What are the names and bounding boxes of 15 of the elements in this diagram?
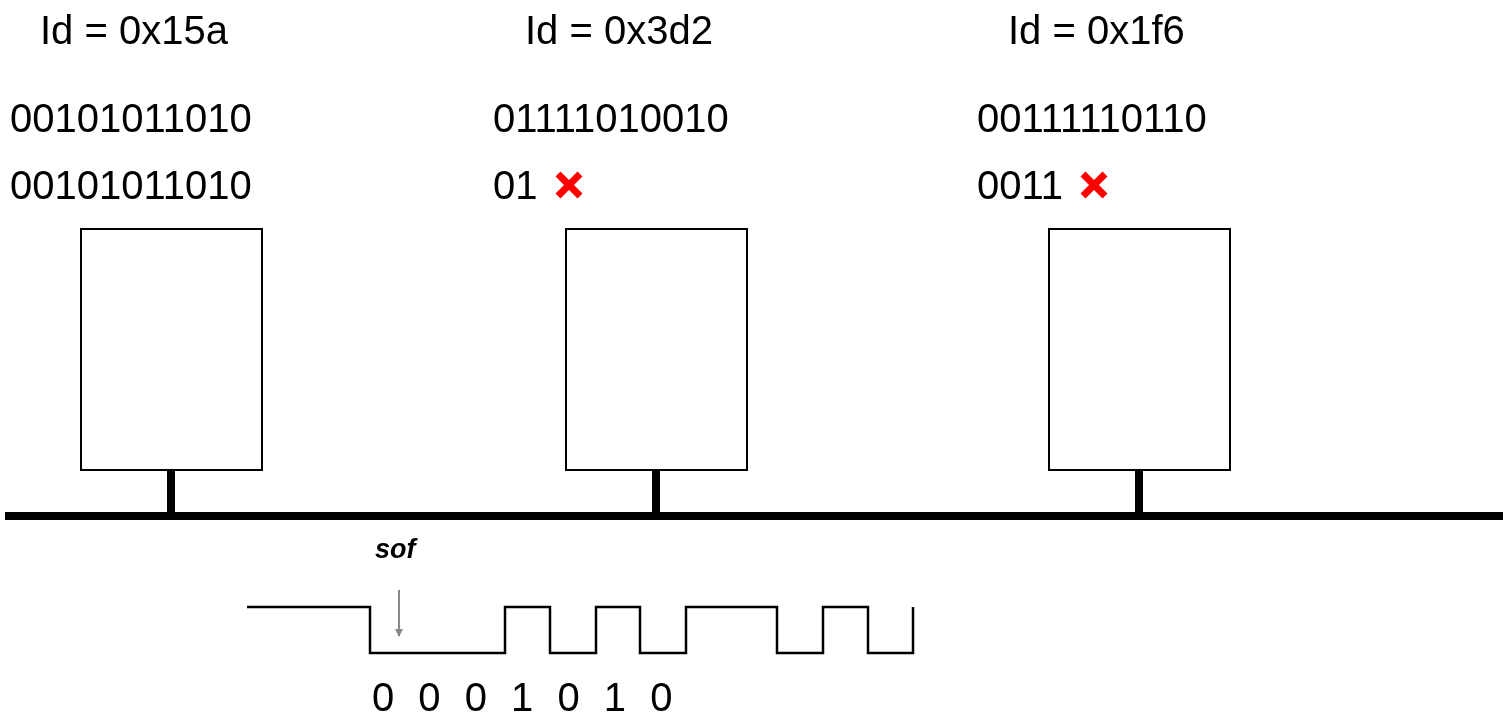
pointer-arrow — [395, 589, 403, 637]
identifier-bits: 01111010010 — [493, 96, 729, 140]
transmitted-bits: 0011 — [977, 163, 1063, 207]
bit-values: 0 0 0 1 0 1 0 — [372, 675, 673, 719]
signal-label: sof — [375, 533, 416, 565]
connector-stem — [652, 471, 660, 512]
transmitted-bits: 00101011010 — [10, 163, 252, 207]
connector-stem — [1135, 471, 1143, 512]
transmitted-bits: 01 — [493, 163, 538, 207]
connector-stem — [167, 471, 175, 512]
station-id: Id = 0x1f6 — [1008, 8, 1185, 52]
identifier-bits: 00101011010 — [10, 96, 252, 140]
station-id: Id = 0x15a — [40, 8, 228, 52]
identifier-bits: 00111110110 — [977, 96, 1207, 140]
station-id: Id = 0x3d2 — [525, 8, 713, 52]
